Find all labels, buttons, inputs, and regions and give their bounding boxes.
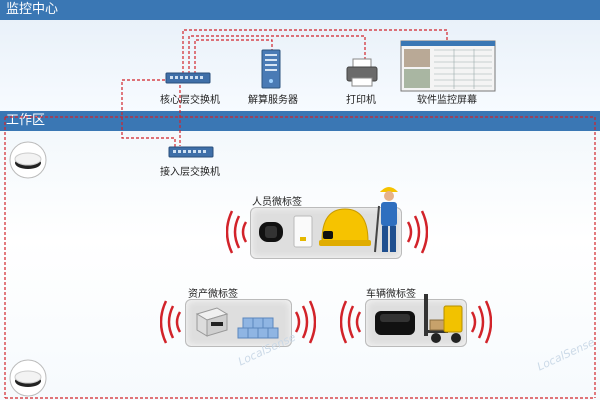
monitor-screen-icon — [400, 40, 496, 92]
forklift-icon — [424, 294, 463, 343]
worker-icon — [374, 187, 398, 253]
core-switch-label: 核心层交换机 — [160, 95, 220, 106]
asset-tag-device-icon — [195, 307, 229, 337]
vehicle-tag-device-icon — [375, 311, 415, 335]
monitor-center-header: 监控中心 — [0, 0, 600, 20]
anchor-icon-bottom — [9, 359, 47, 397]
server-icon — [261, 49, 281, 89]
access-switch-icon — [168, 146, 214, 158]
signal-wave-right-vehicle — [470, 300, 492, 344]
signal-wave-left-personnel — [226, 210, 248, 254]
personnel-tag-label: 人员微标签 — [252, 197, 302, 208]
signal-wave-left-vehicle — [340, 300, 362, 344]
printer-icon — [346, 58, 378, 87]
asset-tag-box — [185, 299, 292, 347]
server-label: 解算服务器 — [248, 95, 298, 106]
asset-tag-label: 资产微标签 — [188, 289, 238, 300]
vehicle-tag-label: 车辆微标签 — [366, 289, 416, 300]
work-zone — [0, 131, 600, 400]
monitor-zone — [0, 20, 600, 111]
helmet-tag-icon — [319, 208, 371, 246]
signal-wave-left-asset — [160, 300, 182, 344]
screen-label: 软件监控屏幕 — [417, 95, 477, 106]
printer-label: 打印机 — [346, 95, 376, 106]
badge-tag-icon — [293, 215, 313, 248]
signal-wave-right-personnel — [406, 210, 428, 254]
watch-tag-icon — [259, 222, 283, 242]
core-switch-icon — [165, 72, 211, 84]
asset-boxes-icon — [237, 317, 279, 339]
anchor-icon-top — [9, 141, 47, 179]
signal-wave-right-asset — [294, 300, 316, 344]
access-switch-label: 接入层交换机 — [160, 167, 220, 178]
